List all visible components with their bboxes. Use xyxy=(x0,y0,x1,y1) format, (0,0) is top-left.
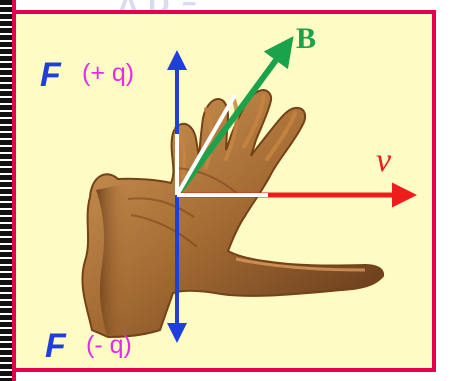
hand-illustration xyxy=(81,89,385,339)
magnetic-field-arrow xyxy=(174,36,294,197)
force-positive-symbol: F xyxy=(40,56,61,94)
force-positive-charge-label: (+ q) xyxy=(82,59,135,87)
force-negative-symbol: F xyxy=(45,327,66,365)
force-negative-charge-label: (- q) xyxy=(86,331,132,359)
decorative-border xyxy=(0,0,16,381)
magnetic-field-symbol: B xyxy=(296,22,317,55)
white-field-overlay xyxy=(175,93,237,197)
hand-rule-diagram xyxy=(81,36,417,343)
hand-shadow xyxy=(96,184,137,336)
thumb-highlight xyxy=(235,257,366,272)
velocity-symbol: v xyxy=(376,142,392,179)
vector-arrows xyxy=(167,36,417,343)
diagram-panel: F (+ q) F (- q) B v xyxy=(16,10,436,372)
